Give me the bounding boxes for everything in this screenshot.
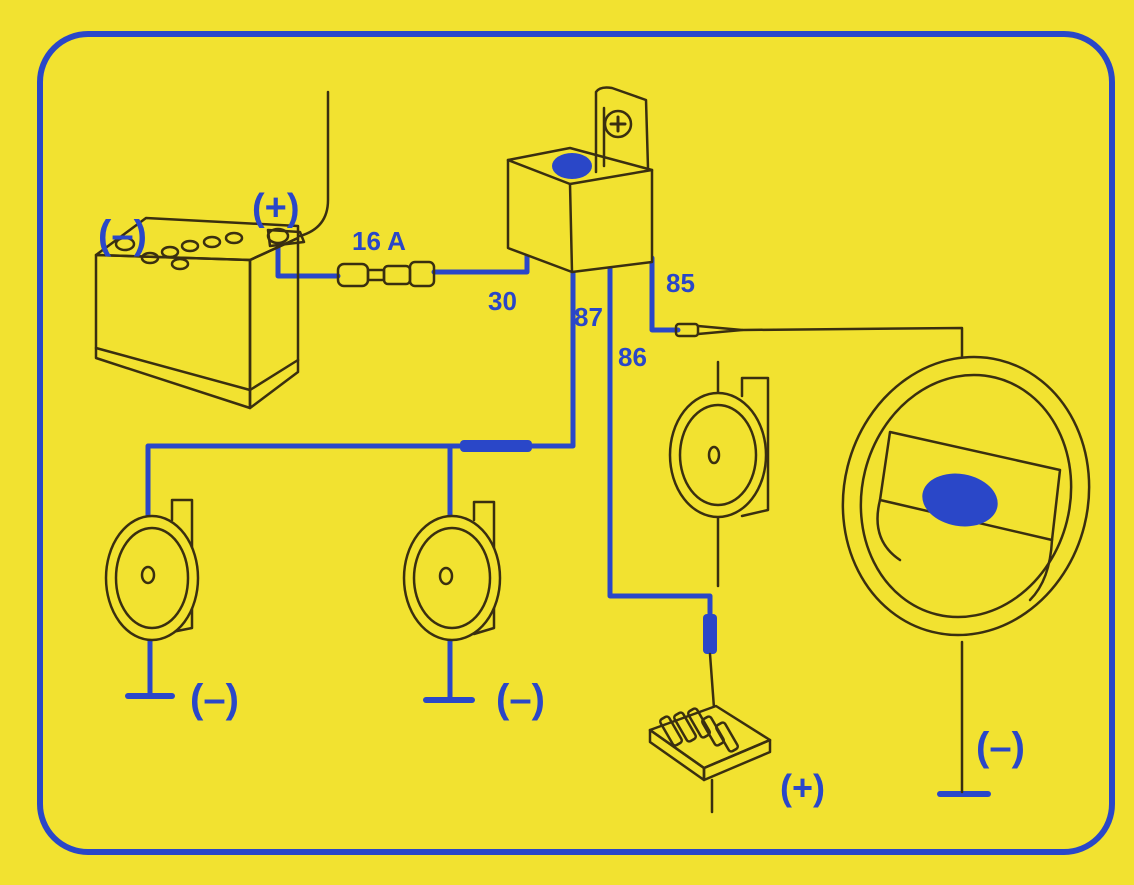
steering-wheel-spoke-left	[876, 498, 902, 562]
wire-battery-to-fuse	[275, 242, 341, 279]
inline-fuse	[336, 260, 436, 288]
horn-right-center	[707, 445, 721, 465]
fuse-box	[648, 652, 772, 814]
pin-85-label: 85	[666, 268, 695, 298]
fuse-label: 16 A	[352, 226, 406, 256]
fusebox-wire	[708, 652, 716, 710]
battery-base-line	[94, 346, 252, 392]
pin-30-label: 30	[488, 286, 517, 316]
wire-87-to-horns	[145, 265, 576, 523]
horn-middle-ground-label: (–)	[496, 677, 545, 721]
steering-wheel-spoke-right	[1028, 538, 1054, 602]
fusebox-positive-label: (+)	[780, 767, 825, 808]
horn-middle-rim	[412, 526, 492, 630]
battery-negative-post	[114, 236, 136, 252]
horn-left-bracket	[170, 498, 194, 634]
horn-middle-center	[438, 566, 454, 586]
horn-left-rim	[114, 526, 190, 630]
wire-fuse-to-relay-30	[431, 249, 530, 275]
steering-wheel-horn-button	[922, 473, 998, 527]
battery-front	[94, 253, 252, 410]
switch-connector	[674, 322, 964, 362]
labels: (–) (+) 16 A 30 87 86 85 (–) (–) (+) (–)	[98, 187, 1025, 808]
fusebox-side	[702, 738, 772, 782]
fuse-element	[366, 268, 386, 282]
wire-connectors	[460, 440, 717, 654]
wire-switch-to-steering	[740, 326, 964, 362]
relay-bracket	[594, 86, 650, 174]
wires	[125, 242, 991, 797]
horn-right	[668, 360, 770, 588]
horn-left-center	[140, 565, 156, 585]
relay-front-edge	[568, 182, 574, 274]
relay-logo-icon	[552, 153, 592, 179]
fuse-holder-left	[336, 262, 370, 288]
plus-symbol-icon	[609, 115, 627, 133]
battery-clamp	[266, 228, 306, 248]
horn-left	[104, 498, 200, 642]
diagram-frame	[37, 31, 1115, 855]
relay-bracket-screw	[603, 109, 633, 139]
steering-wheel	[841, 355, 1091, 794]
battery-main-cable	[298, 90, 330, 238]
horn-left-ground-label: (–)	[190, 677, 239, 721]
fuse-holder-mid	[382, 264, 412, 286]
steering-ground-label: (–)	[976, 725, 1025, 769]
wire-splice-connector	[460, 440, 532, 452]
switch-connector-female	[674, 322, 700, 338]
switch-connector-male	[696, 324, 744, 336]
wire-86-to-fusebox	[607, 259, 713, 623]
horn-right-bracket	[740, 376, 770, 518]
fuse-holder-right	[408, 260, 436, 288]
relay	[506, 86, 654, 274]
horn-right-rim	[678, 403, 758, 507]
steering-wheel-inner	[859, 373, 1073, 619]
horn-middle	[402, 500, 502, 642]
battery-side	[248, 236, 300, 410]
horn-left-body	[104, 514, 200, 642]
battery-negative-label: (–)	[98, 213, 147, 257]
battery-cell-caps	[140, 231, 244, 271]
horn-middle-bracket	[472, 500, 496, 636]
pin-87-label: 87	[574, 302, 603, 332]
battery	[94, 216, 306, 410]
outline-items	[94, 86, 1091, 814]
pin-86-label: 86	[618, 342, 647, 372]
battery-positive-label: (+)	[252, 187, 300, 229]
fusebox-fuses	[659, 707, 739, 753]
battery-base-line-side	[248, 358, 300, 392]
fusebox-connector	[703, 614, 717, 654]
wire-85-to-switch	[649, 255, 681, 333]
relay-body	[506, 146, 654, 274]
